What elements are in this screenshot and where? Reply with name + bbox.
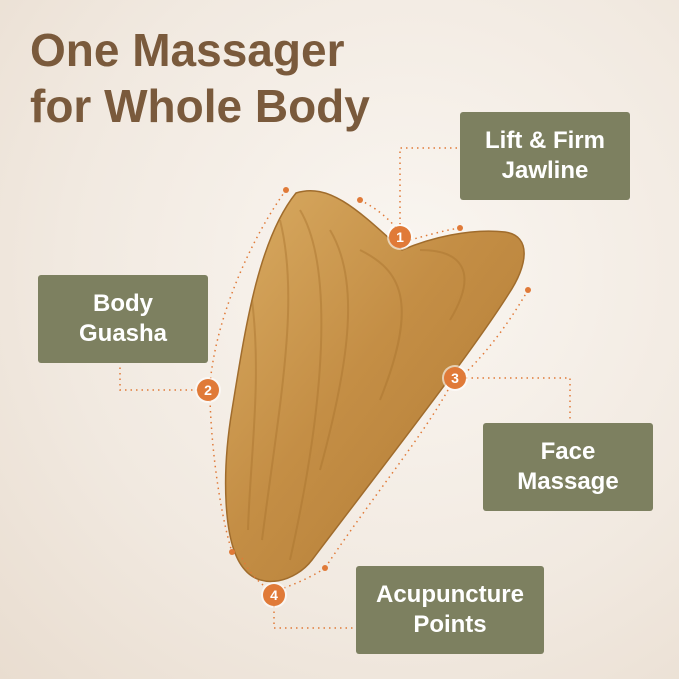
label-body-line-1: Body bbox=[93, 290, 153, 317]
label-jawline-line-2: Jawline bbox=[501, 157, 589, 184]
label-jawline-line-1: Lift & Firm bbox=[485, 127, 605, 154]
wood-grain bbox=[247, 209, 466, 561]
callout-lines bbox=[119, 147, 571, 629]
label-acupuncture-line-2: Points bbox=[413, 611, 487, 638]
label-face-massage: Face Massage bbox=[483, 423, 653, 511]
label-face-line-2: Massage bbox=[517, 468, 619, 495]
label-acupuncture-line-1: Acupuncture bbox=[375, 581, 524, 608]
badge-4: 4 bbox=[263, 584, 285, 606]
guasha-board-shape bbox=[224, 190, 525, 583]
title-line-1: One Massager bbox=[30, 24, 345, 76]
label-face-line-1: Face bbox=[540, 438, 596, 465]
label-acupuncture-points: Acupuncture Points bbox=[356, 566, 544, 654]
badge-3: 3 bbox=[444, 367, 466, 389]
title-line-2: for Whole Body bbox=[30, 80, 370, 132]
callout-dots bbox=[229, 187, 531, 571]
label-body-line-2: Guasha bbox=[78, 320, 168, 347]
badge-2: 2 bbox=[197, 379, 219, 401]
page-title: One Massager for Whole Body bbox=[30, 22, 370, 134]
label-lift-firm-jawline: Lift & Firm Jawline bbox=[460, 112, 630, 200]
label-body-guasha: Body Guasha bbox=[38, 275, 208, 363]
badge-1: 1 bbox=[389, 226, 411, 248]
